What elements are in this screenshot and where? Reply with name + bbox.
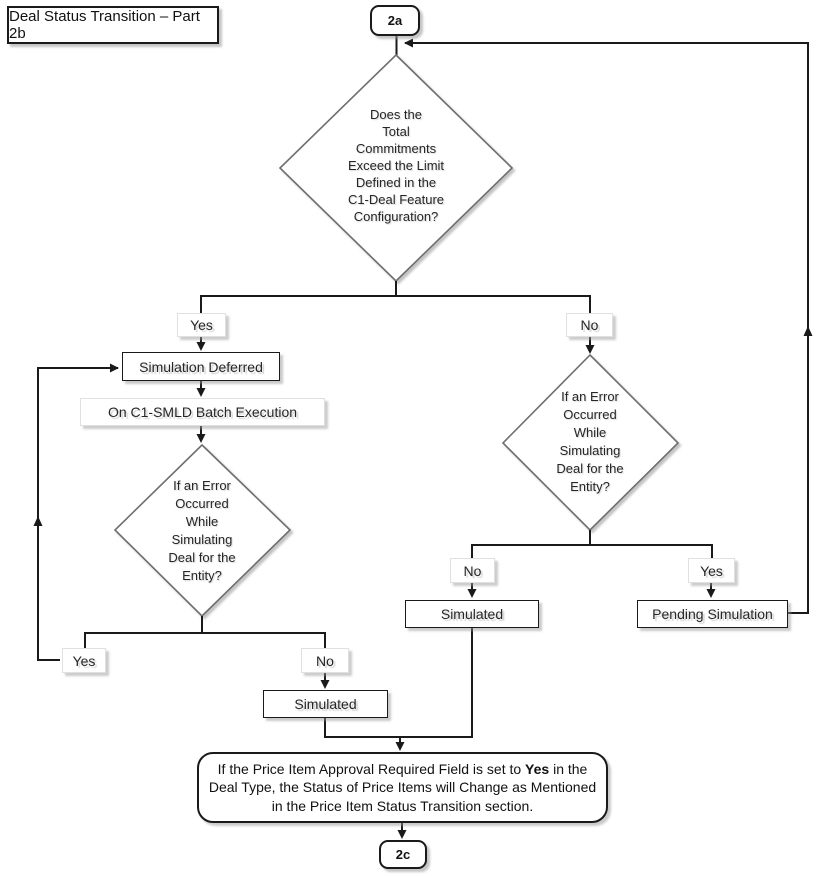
arrowhead-into-simulated-right xyxy=(467,589,477,598)
connector-left-decision-split xyxy=(84,616,326,649)
branch-label-no-right: No xyxy=(450,558,495,583)
connector-yes-to-simulation-deferred xyxy=(196,337,206,351)
note-line-3: in the Price Item Status Transition sect… xyxy=(271,797,534,814)
branch-label-yes-left-loop: Yes xyxy=(62,648,106,673)
arrowhead-up-mid-right-loop xyxy=(803,326,813,336)
state-simulated-left-label: Simulated xyxy=(294,696,357,712)
state-simulation-deferred-label: Simulation Deferred xyxy=(139,358,263,375)
connector-no-to-simulated-left xyxy=(320,673,330,689)
state-simulation-deferred[interactable]: Simulation Deferred xyxy=(122,352,280,381)
node-2a-label: 2a xyxy=(387,13,403,28)
branch-label-no-left: No xyxy=(301,648,349,673)
connector-right-decision-split xyxy=(471,530,713,559)
arrowhead-into-batch-label xyxy=(196,388,206,397)
arrowhead-into-simulated-left xyxy=(320,680,330,689)
branch-label-yes-main: Yes xyxy=(177,313,226,337)
connector-no-to-simulated-right xyxy=(467,583,477,598)
state-simulated-right[interactable]: Simulated xyxy=(405,600,539,628)
branch-label-no-main: No xyxy=(566,313,613,337)
arrowhead-into-left-decision xyxy=(196,434,206,443)
note-line-2: Deal Type, the Status of Price Items wil… xyxy=(208,779,597,796)
event-on-c1-smld-batch-execution: On C1-SMLD Batch Execution xyxy=(80,398,325,426)
state-simulated-left[interactable]: Simulated xyxy=(263,690,388,718)
connector-yes-to-pending-simulation xyxy=(706,583,716,598)
connector-yes-loop-to-simulation-deferred xyxy=(33,363,119,661)
arrowhead-into-note xyxy=(395,742,405,751)
state-pending-simulation[interactable]: Pending Simulation xyxy=(637,600,788,628)
node-2c-label: 2c xyxy=(395,847,411,862)
connector-main-decision-split xyxy=(200,281,591,314)
connector-simulated-merge-to-note xyxy=(324,628,473,751)
arrowhead-up-mid-left-loop xyxy=(33,516,43,526)
note-bold-yes: Yes xyxy=(525,760,550,777)
note-line-1: If the Price Item Approval Required Fiel… xyxy=(217,760,588,777)
decision-main-text: Does the Total Commitments Exceed the Li… xyxy=(347,107,445,224)
state-simulated-right-label: Simulated xyxy=(440,606,504,622)
connector-note-to-2c xyxy=(397,823,407,839)
state-pending-simulation-label: Pending Simulation xyxy=(652,606,773,622)
branch-label-yes-right: Yes xyxy=(688,558,735,583)
connector-batch-to-left-decision xyxy=(196,426,206,443)
diagram-title: Deal Status Transition – Part 2b xyxy=(7,6,219,44)
decision-left-text: If an Error Occurred While Simulating De… xyxy=(168,478,236,583)
arrowhead-into-right-decision xyxy=(585,345,595,354)
note-price-item-approval: If the Price Item Approval Required Fiel… xyxy=(197,752,608,823)
arrowhead-into-2c xyxy=(397,830,407,839)
decision-right-text: If an Error Occurred While Simulating De… xyxy=(556,389,624,494)
node-2a[interactable]: 2a xyxy=(370,5,420,36)
node-2c[interactable]: 2c xyxy=(379,840,427,869)
connector-pending-simulation-loop xyxy=(404,38,813,614)
connector-no-to-right-decision xyxy=(585,337,595,354)
arrowhead-into-pending-simulation xyxy=(706,589,716,598)
arrowhead-left-into-2a-line xyxy=(404,38,413,48)
diagram-title-text: Deal Status Transition – Part 2b xyxy=(9,8,200,42)
arrowhead-into-simulation-deferred xyxy=(196,342,206,351)
arrowhead-right-into-simulation-deferred xyxy=(110,363,119,373)
connector-simulation-deferred-to-batch xyxy=(196,381,206,397)
